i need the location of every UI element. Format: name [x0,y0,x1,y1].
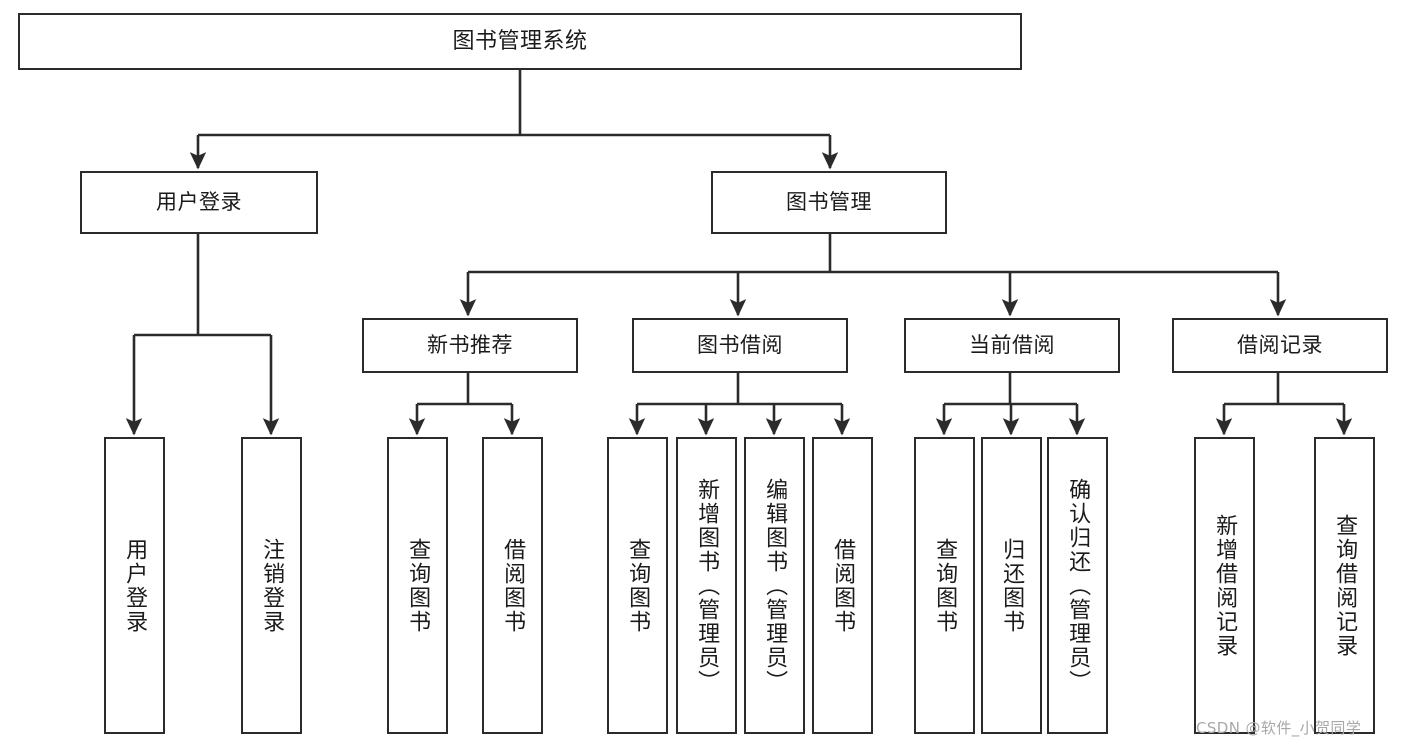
leaf-new-book-borrow-label: 借阅图书 [500,537,526,634]
leaf-current-borrow-query-label: 查询图书 [932,537,958,634]
leaf-user-login-logout-label: 注销登录 [259,537,285,634]
node-current-borrow[interactable]: 当前借阅 [904,318,1120,373]
leaf-current-borrow-return-label: 归还图书 [999,537,1025,634]
node-user-login[interactable]: 用户登录 [80,171,318,234]
node-borrow-record-label: 借阅记录 [1237,333,1323,358]
node-new-book-recommend[interactable]: 新书推荐 [362,318,578,373]
leaf-current-borrow-confirm[interactable]: 确认归还（管理员） [1047,437,1108,734]
node-current-borrow-label: 当前借阅 [969,333,1055,358]
node-root[interactable]: 图书管理系统 [18,13,1022,70]
leaf-book-borrow-add-label: 新增图书（管理员） [694,477,720,694]
node-root-label: 图书管理系统 [452,28,588,54]
leaf-book-borrow-borrow-label: 借阅图书 [830,537,856,634]
node-book-manage[interactable]: 图书管理 [711,171,947,234]
leaf-book-borrow-query[interactable]: 查询图书 [607,437,668,734]
leaf-user-login-login[interactable]: 用户登录 [104,437,165,734]
leaf-borrow-record-add[interactable]: 新增借阅记录 [1194,437,1255,734]
watermark: CSDN @软件_小贺同学 [1196,719,1362,737]
leaf-borrow-record-query-label: 查询借阅记录 [1332,513,1358,658]
leaf-user-login-login-label: 用户登录 [122,537,148,634]
node-book-borrow-label: 图书借阅 [697,333,783,358]
leaf-current-borrow-return[interactable]: 归还图书 [981,437,1042,734]
node-new-book-recommend-label: 新书推荐 [427,333,513,358]
leaf-current-borrow-confirm-label: 确认归还（管理员） [1065,477,1091,694]
leaf-book-borrow-borrow[interactable]: 借阅图书 [812,437,873,734]
leaf-new-book-query-label: 查询图书 [405,537,431,634]
leaf-borrow-record-add-label: 新增借阅记录 [1212,513,1238,658]
node-user-login-label: 用户登录 [156,190,242,215]
leaf-borrow-record-query[interactable]: 查询借阅记录 [1314,437,1375,734]
node-borrow-record[interactable]: 借阅记录 [1172,318,1388,373]
leaf-book-borrow-edit-label: 编辑图书（管理员） [762,477,788,694]
leaf-new-book-borrow[interactable]: 借阅图书 [482,437,543,734]
leaf-book-borrow-add[interactable]: 新增图书（管理员） [676,437,737,734]
leaf-book-borrow-edit[interactable]: 编辑图书（管理员） [744,437,805,734]
leaf-book-borrow-query-label: 查询图书 [625,537,651,634]
node-book-manage-label: 图书管理 [786,190,872,215]
node-book-borrow[interactable]: 图书借阅 [632,318,848,373]
leaf-current-borrow-query[interactable]: 查询图书 [914,437,975,734]
leaf-new-book-query[interactable]: 查询图书 [387,437,448,734]
leaf-user-login-logout[interactable]: 注销登录 [241,437,302,734]
